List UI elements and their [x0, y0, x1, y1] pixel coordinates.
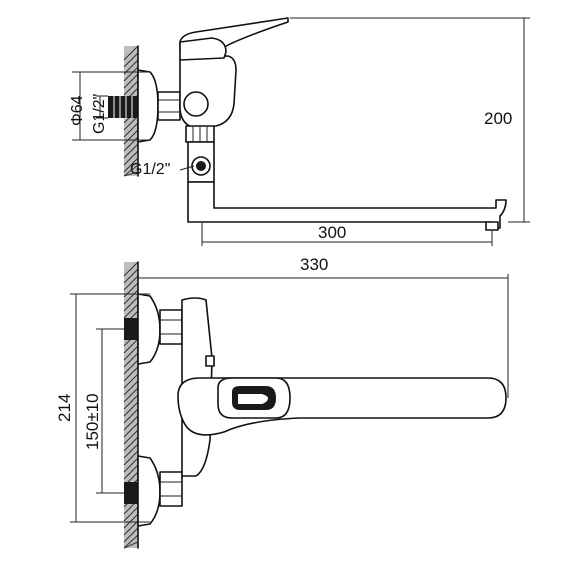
hatch-line: [123, 289, 139, 305]
hatch-line: [123, 408, 139, 424]
wall-pipe-thread: [108, 96, 138, 118]
hatch-line: [123, 338, 139, 354]
body-connector: [183, 91, 209, 117]
aerator: [485, 221, 499, 231]
hatch-line: [123, 422, 139, 438]
dim-thread-side: G1/2": [130, 161, 195, 178]
hatch-line: [123, 73, 139, 89]
dim-flange-diameter: Φ64: [69, 71, 150, 141]
lever-cap: [179, 37, 227, 61]
hatch-line: [123, 296, 139, 312]
dim-height-200: 200: [290, 17, 530, 223]
hatch-line: [123, 157, 139, 173]
dim-200-label: 200: [484, 109, 512, 128]
side-outlet-hole: [196, 161, 206, 171]
hatch-line: [123, 80, 139, 96]
hatch-line: [123, 380, 139, 396]
hatch-line: [123, 303, 139, 319]
hatch-line: [123, 352, 139, 368]
hatch-line: [123, 373, 139, 389]
upper-thread: [124, 318, 138, 340]
nut-top: [157, 91, 181, 121]
hatch-line: [123, 436, 139, 452]
hatch-line: [123, 275, 139, 291]
hatch-line: [123, 122, 139, 138]
hatch-line: [123, 415, 139, 431]
hatch-line: [123, 143, 139, 159]
dim-length-330: 330: [138, 255, 509, 398]
hatch-line: [123, 261, 139, 277]
hatch-line: [123, 541, 139, 549]
hatch-line: [123, 513, 139, 529]
hatch-line: [123, 394, 139, 410]
hatch-line: [123, 443, 139, 459]
hatch-line: [123, 359, 139, 375]
dim-thread-top: G1/2": [91, 94, 108, 134]
hatch-line: [123, 115, 139, 131]
wall-bottom: [123, 261, 139, 549]
hatch-line: [123, 164, 139, 177]
dim-214-label: 214: [55, 394, 74, 422]
dim-center-150: 150±10: [83, 328, 124, 494]
dim-g12-top-label: G1/2": [91, 94, 108, 134]
hatch-line: [123, 171, 139, 177]
hatch-line: [123, 345, 139, 361]
side-view: 200 300 Φ64 G1/2" G1/2": [69, 17, 530, 246]
hatch-line: [123, 450, 139, 466]
hatch-line: [123, 129, 139, 145]
body-pin: [205, 355, 215, 367]
hatch-line: [123, 457, 139, 473]
front-view: 330 214 150±10: [55, 255, 509, 549]
hatch-line: [123, 282, 139, 298]
hatch-line: [123, 429, 139, 445]
hatch-line: [123, 52, 139, 68]
thread-lines-top: [113, 96, 133, 118]
dim-300-label: 300: [318, 223, 346, 242]
hatch-line: [123, 268, 139, 284]
dim-height-214: 214: [55, 293, 150, 523]
spout-side: [187, 181, 507, 229]
hatch-line: [123, 506, 139, 522]
hatch-line: [123, 464, 139, 480]
upper-nut: [159, 309, 183, 345]
hatch-line: [123, 401, 139, 417]
lower-nut: [159, 471, 183, 507]
hatch-line: [123, 136, 139, 152]
hatch-line: [123, 366, 139, 382]
lower-flange: [137, 455, 161, 527]
hatch-line: [123, 534, 139, 549]
hatch-line: [123, 387, 139, 403]
dim-reach-300: 300: [201, 222, 493, 246]
dim-phi64-label: Φ64: [69, 95, 86, 126]
hatch-line: [123, 66, 139, 82]
flange-top: [137, 69, 159, 143]
mixer-body-side: [179, 55, 237, 129]
dim-330-label: 330: [300, 255, 328, 274]
lower-thread: [124, 482, 138, 504]
upper-flange: [137, 293, 161, 365]
hatch-line: [123, 527, 139, 543]
hatch-line: [123, 520, 139, 536]
hatch-line: [123, 150, 139, 166]
hatch-line: [123, 45, 139, 61]
dim-150-label: 150±10: [83, 393, 102, 450]
dim-g12-side-label: G1/2": [130, 161, 170, 178]
